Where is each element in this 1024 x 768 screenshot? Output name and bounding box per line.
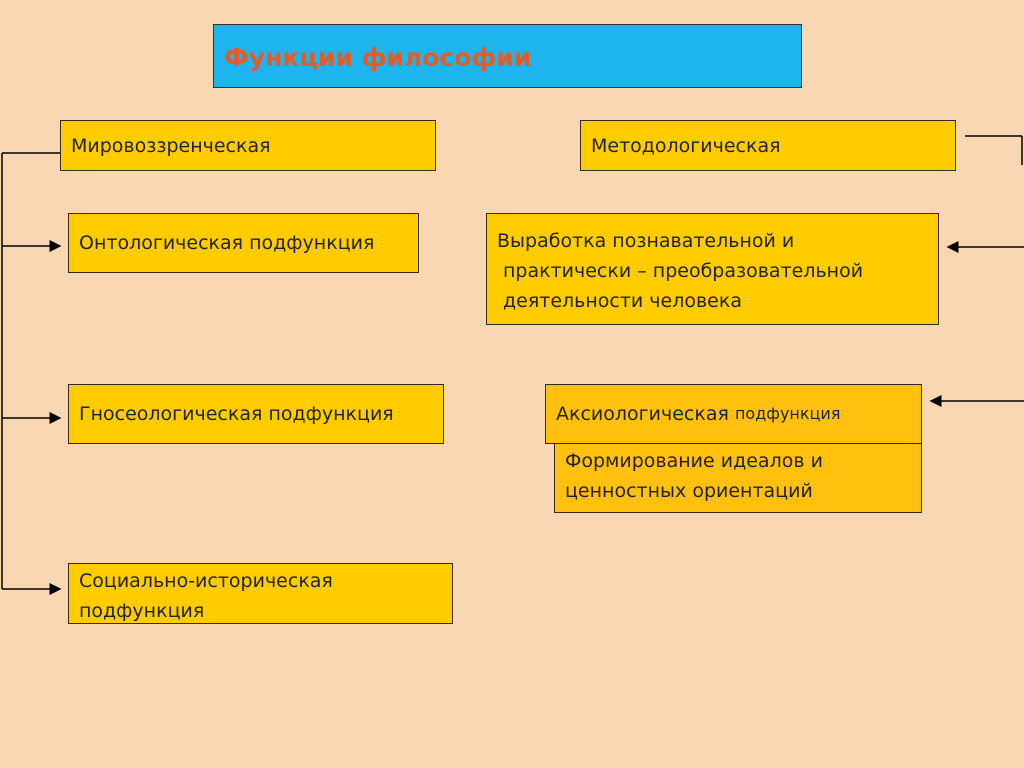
diagram-title: Функции философии [213,24,802,88]
social-historical-line-2: подфункция [79,600,205,622]
methodology-line-1: Выработка познавательной и [497,230,795,252]
diagram-title-text: Функции философии [224,43,532,72]
worldview-function-box: Мировоззренческая [60,120,436,171]
methodology-line-3: деятельности человека [503,290,742,312]
ontological-subfunction-label: Онтологическая подфункция [79,232,375,254]
social-historical-line-1: Социально-историческая [79,570,333,592]
axiological-subfunction-box: Аксиологическая подфункция [545,384,922,444]
axiology-description-box: Формирование идеалов и ценностных ориент… [554,435,922,513]
worldview-function-label: Мировоззренческая [71,134,271,157]
gnoseological-subfunction-label: Гносеологическая подфункция [79,403,394,425]
ontological-subfunction-box: Онтологическая подфункция [68,213,419,273]
methodology-description-box: Выработка познавательной и практически –… [486,213,939,325]
social-historical-subfunction-box: Социально-историческая подфункция [68,563,453,624]
gnoseological-subfunction-box: Гносеологическая подфункция [68,384,444,444]
axiological-subfunction-main: Аксиологическая [556,403,729,425]
methodological-function-label: Методологическая [591,134,781,157]
methodology-line-2: практически – преобразовательной [503,260,864,282]
axiology-line-2: ценностных ориентаций [565,480,813,502]
methodological-function-box: Методологическая [580,120,956,171]
axiological-subfunction-suffix: подфункция [734,404,841,423]
axiology-line-1: Формирование идеалов и [565,450,823,472]
